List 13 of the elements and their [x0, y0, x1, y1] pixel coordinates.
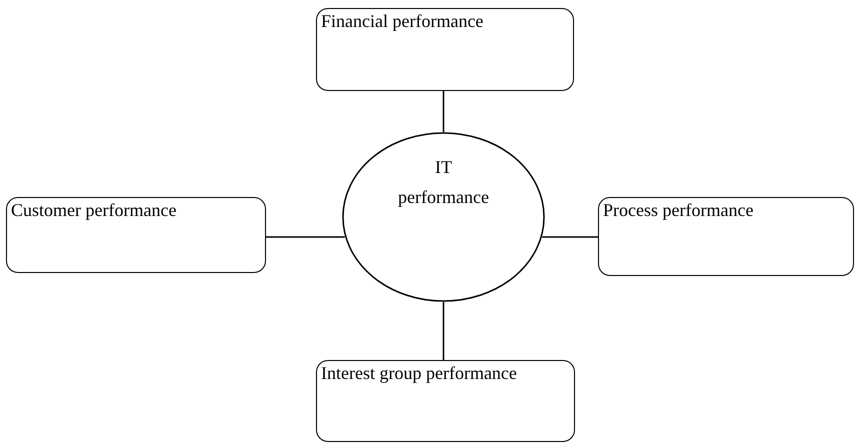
connector-line [266, 236, 345, 238]
node-label: Process performance [603, 200, 754, 220]
rounded-box [598, 197, 854, 276]
node-label: Financial performance [321, 11, 484, 31]
connector-line [542, 236, 598, 238]
node-label: IT performance [397, 156, 490, 209]
node-label: Customer performance [11, 200, 176, 220]
node-label: Interest group performance [321, 363, 517, 383]
connector-line [442, 91, 444, 132]
rounded-box [316, 360, 575, 442]
connector-line [442, 302, 444, 360]
rounded-box [316, 8, 574, 91]
rounded-box [6, 197, 266, 273]
